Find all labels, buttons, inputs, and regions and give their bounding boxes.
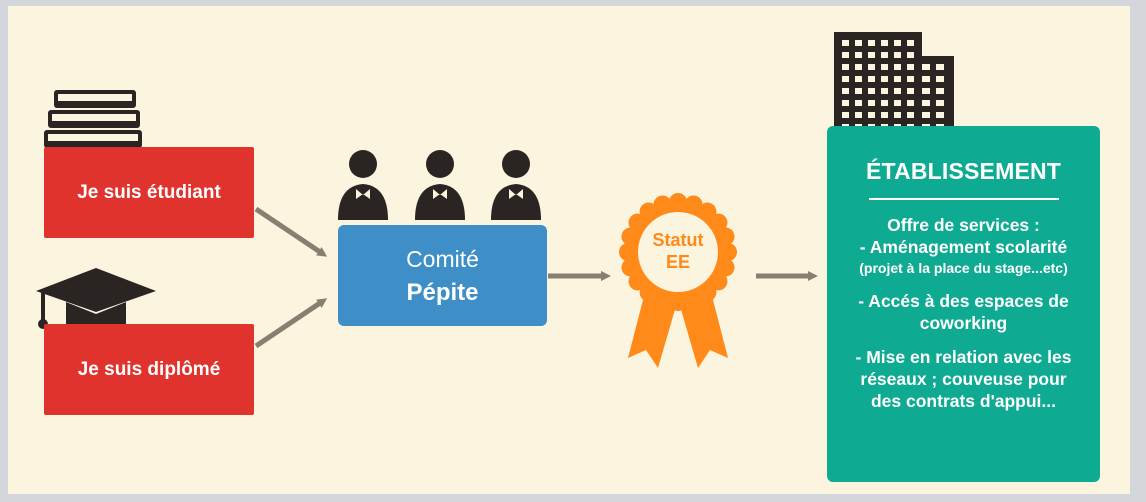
status-badge-line1: Statut [652,230,704,250]
arrow-icon [254,206,818,349]
committee-line2: Pépite [406,278,479,306]
books-icon [44,90,142,148]
diagram-canvas: Je suis étudiant Je suis diplômé Comité … [8,6,1130,494]
student-label: Je suis étudiant [77,181,221,203]
establishment-line: des contrats d'appui... [870,391,1057,411]
diagram-graphics [36,32,954,368]
establishment-line: coworking [919,313,1008,333]
award-rosette-icon [619,193,737,368]
establishment-line: - Mise en relation avec les [855,347,1072,367]
establishment-box: ÉTABLISSEMENT Offre de services : - Amén… [827,126,1100,482]
committee-people-icon [338,150,541,220]
establishment-line: - Accés à des espaces de [858,291,1069,311]
committee-line1: Comité [406,245,479,272]
graduate-label: Je suis diplômé [77,358,221,380]
student-box: Je suis étudiant [44,147,254,238]
establishment-line: Offre de services : [887,215,1040,235]
establishment-line: (projet à la place du stage...etc) [859,260,1068,276]
status-badge-label: Statut EE [623,229,733,273]
establishment-line: - Aménagement scolarité [859,237,1068,257]
graduate-box: Je suis diplômé [44,324,254,415]
status-badge-line2: EE [665,252,690,272]
establishment-divider [868,198,1059,200]
establishment-line: réseaux ; couveuse pour [860,369,1067,389]
committee-box: Comité Pépite [338,225,547,326]
establishment-title: ÉTABLISSEMENT [865,158,1062,184]
